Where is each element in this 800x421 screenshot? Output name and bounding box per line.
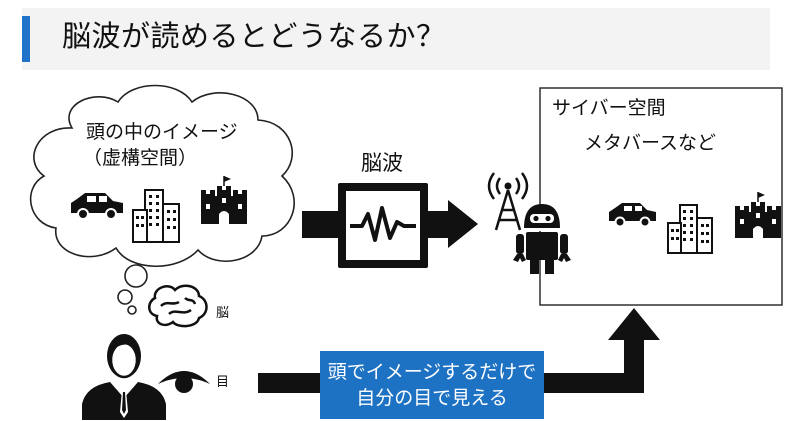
- robot-icon: [513, 204, 571, 274]
- arrow-cloud-to-waveform: [302, 211, 338, 238]
- callout-line-2: 自分の目で見える: [356, 387, 508, 409]
- cyber-space-title: サイバー空間: [552, 97, 666, 119]
- castle-icon: [735, 192, 781, 238]
- thought-cloud-sublabel: （虚構空間）: [83, 147, 198, 169]
- brain-icon: [148, 284, 208, 328]
- thought-cloud-label: 頭の中のイメージ: [86, 121, 238, 143]
- thought-bubble-medium: [117, 289, 133, 305]
- callout-box: 頭でイメージするだけで 自分の目で見える: [320, 351, 544, 419]
- thought-bubble-small: [127, 305, 137, 315]
- arrow-waveform-to-robot: [428, 200, 478, 248]
- building-icon: [132, 189, 180, 243]
- brain-label: 脳: [216, 306, 230, 321]
- car-icon: [609, 203, 656, 228]
- title-accent-bar: [22, 16, 30, 62]
- cyber-space-frame: [539, 87, 783, 306]
- antenna-icon: [487, 172, 529, 231]
- car-icon: [71, 193, 123, 220]
- thought-bubble-large: [124, 264, 148, 288]
- waveform-icon: [338, 183, 428, 268]
- eye-label: 目: [216, 375, 230, 390]
- title-bar: [22, 8, 770, 70]
- building-icon: [667, 204, 713, 254]
- eye-icon: [158, 371, 210, 393]
- cyber-space-subtitle: メタバースなど: [584, 132, 717, 154]
- arrow-eye-to-cyber-space: [258, 308, 660, 393]
- castle-icon: [201, 176, 247, 224]
- person-icon: [82, 334, 166, 420]
- brainwave-label: 脳波: [361, 151, 403, 175]
- page-title: 脳波が読めるとどうなるか？: [62, 19, 446, 53]
- callout-line-1: 頭でイメージするだけで: [327, 361, 537, 383]
